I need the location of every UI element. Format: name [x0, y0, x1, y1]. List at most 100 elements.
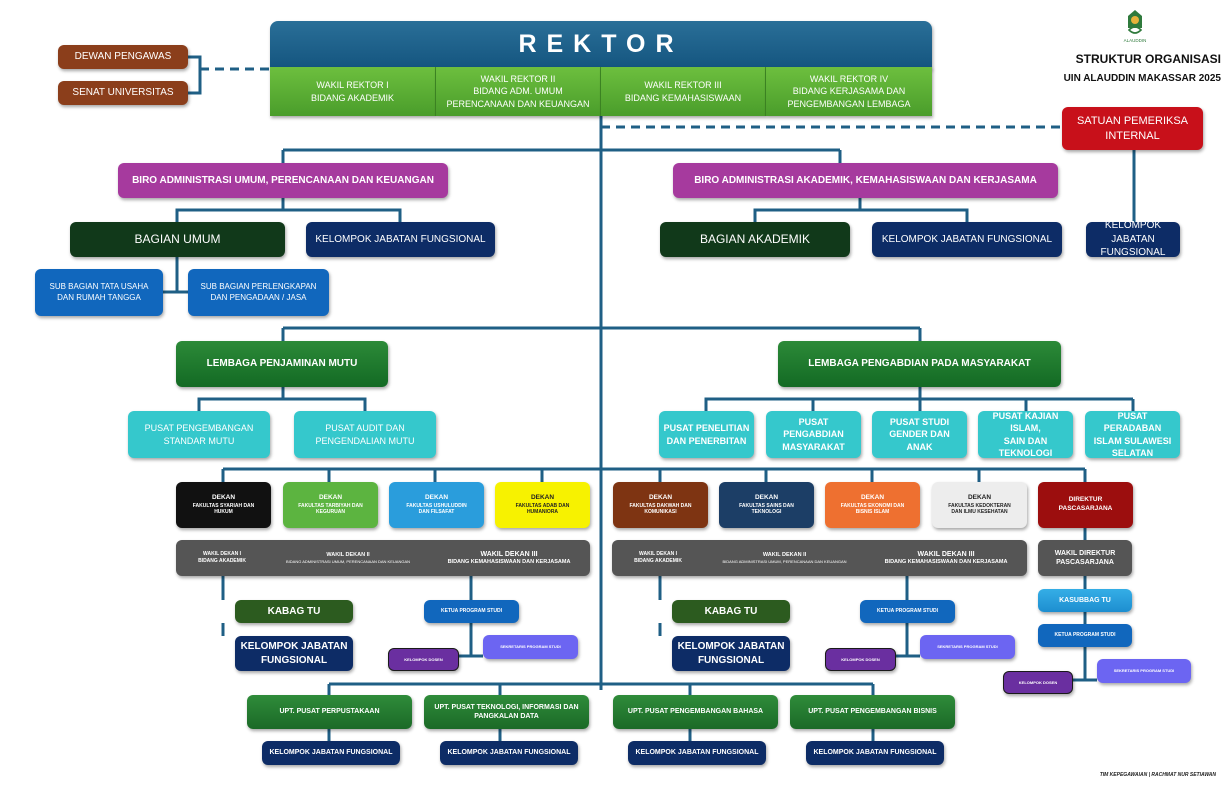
wr4-line3: PENGEMBANGAN LEMBAGA: [787, 98, 911, 109]
wakil-direktur-box[interactable]: WAKIL DIREKTUR PASCASARJANA: [1038, 540, 1132, 576]
kabag-tu-right-box[interactable]: KABAG TU: [672, 600, 790, 623]
rektor-box[interactable]: REKTOR: [270, 21, 932, 69]
kelompok-dosen-pasca-label: KELOMPOK DOSEN: [1018, 679, 1058, 685]
uin-alauddin-logo-icon: ALAUDDIN: [1124, 10, 1146, 43]
sub-bagian-tata-usaha-box[interactable]: SUB BAGIAN TATA USAHA DAN RUMAH TANGGA: [35, 269, 163, 316]
upt-2-line1: UPT. PUSAT TEKNOLOGI, INFORMASI DAN: [434, 703, 579, 711]
lppm-pusat-4-box[interactable]: PUSAT KAJIAN ISLAM, SAIN DAN TEKNOLOGI: [978, 411, 1073, 458]
faculty-head-label: DEKAN: [318, 493, 343, 501]
bagian-umum-box[interactable]: BAGIAN UMUM: [70, 222, 285, 257]
faculty-head-label: DEKAN: [754, 493, 779, 501]
faculty-name-line1: FAKULTAS USHULUDDIN: [406, 502, 467, 509]
biro-akademik-box[interactable]: BIRO ADMINISTRASI AKADEMIK, KEMAHASISWAA…: [673, 163, 1058, 198]
wakil-rektor-2-box[interactable]: WAKIL REKTOR II BIDANG ADM. UMUM PERENCA…: [436, 67, 601, 116]
lppm-pusat-5-box[interactable]: PUSAT PERADABAN ISLAM SULAWESI SELATAN: [1085, 411, 1180, 458]
lpm-pusat-1-line1: PUSAT PENGEMBANGAN: [144, 423, 254, 434]
faculty-kjf-right-box[interactable]: KELOMPOK JABATAN FUNGSIONAL: [672, 636, 790, 671]
wd2-right-line1: WAKIL DEKAN II: [762, 551, 807, 558]
upt-1-kjf-label: KELOMPOK JABATAN FUNGSIONAL: [269, 749, 393, 757]
upt-4-kjf-label: KELOMPOK JABATAN FUNGSIONAL: [813, 749, 937, 757]
bagian-akademik-label: BAGIAN AKADEMIK: [699, 232, 811, 247]
kabag-tu-left-box[interactable]: KABAG TU: [235, 600, 353, 623]
sekprodi-pasca-box[interactable]: SEKRETARIS PROGRAM STUDI: [1097, 659, 1191, 683]
faculty-head-label: DEKAN: [860, 493, 885, 501]
lpm-pusat-1-box[interactable]: PUSAT PENGEMBANGAN STANDAR MUTU: [128, 411, 270, 458]
upt-tipd-box[interactable]: UPT. PUSAT TEKNOLOGI, INFORMASI DAN PANG…: [424, 695, 589, 729]
sub-bagian-perlengkapan-box[interactable]: SUB BAGIAN PERLENGKAPAN DAN PENGADAAN / …: [188, 269, 329, 316]
kaprodi-pasca-box[interactable]: KETUA PROGRAM STUDI: [1038, 624, 1132, 647]
faculty-kjf-right-line1: KELOMPOK JABATAN: [677, 641, 785, 652]
satuan-pemeriksa-internal-box[interactable]: SATUAN PEMERIKSA INTERNAL: [1062, 107, 1203, 150]
bagian-akademik-box[interactable]: BAGIAN AKADEMIK: [660, 222, 850, 257]
upt-1-kjf-box[interactable]: KELOMPOK JABATAN FUNGSIONAL: [262, 741, 400, 765]
wr1-line2: BIDANG AKADEMIK: [310, 92, 395, 103]
sekprodi-pasca-label: SEKRETARIS PROGRAM STUDI: [1113, 668, 1175, 674]
kelompok-dosen-right-box[interactable]: KELOMPOK DOSEN: [825, 648, 896, 671]
lembaga-penjaminan-mutu-box[interactable]: LEMBAGA PENJAMINAN MUTU: [176, 341, 388, 387]
wd2-left-line1: WAKIL DEKAN II: [326, 551, 370, 558]
lppm-pusat-3-box[interactable]: PUSAT STUDI GENDER DAN ANAK: [872, 411, 967, 458]
lppm-label: LEMBAGA PENGABDIAN PADA MASYARAKAT: [808, 358, 1031, 370]
dewan-pengawas-box[interactable]: DEWAN PENGAWAS: [58, 45, 188, 69]
kelompok-dosen-left-box[interactable]: KELOMPOK DOSEN: [388, 648, 459, 671]
upt-perpustakaan-box[interactable]: UPT. PUSAT PERPUSTAKAAN: [247, 695, 412, 729]
upt-4-kjf-box[interactable]: KELOMPOK JABATAN FUNGSIONAL: [806, 741, 944, 765]
lppm-pusat-2-line1: PUSAT PENGABDIAN: [783, 417, 844, 440]
lpm-pusat-1-line2: STANDAR MUTU: [163, 435, 235, 446]
kasubbag-tu-box[interactable]: KASUBBAG TU: [1038, 589, 1132, 612]
dewan-pengawas-label: DEWAN PENGAWAS: [74, 51, 172, 63]
lpm-pusat-2-line1: PUSAT AUDIT DAN: [325, 423, 405, 434]
upt-3-line1: UPT. PUSAT PENGEMBANGAN BAHASA: [627, 708, 764, 716]
upt-bisnis-box[interactable]: UPT. PUSAT PENGEMBANGAN BISNIS: [790, 695, 955, 729]
kasubbag-tu-label: KASUBBAG TU: [1059, 596, 1111, 604]
biro-umum-box[interactable]: BIRO ADMINISTRASI UMUM, PERENCANAAN DAN …: [118, 163, 448, 198]
faculty-head-label: DEKAN: [211, 493, 236, 501]
kaprodi-left-box[interactable]: KETUA PROGRAM STUDI: [424, 600, 519, 623]
upt-2-kjf-label: KELOMPOK JABATAN FUNGSIONAL: [447, 749, 571, 757]
kaprodi-right-box[interactable]: KETUA PROGRAM STUDI: [860, 600, 955, 623]
chart-title: STRUKTUR ORGANISASI: [1075, 52, 1221, 66]
biro-akademik-kjf-box[interactable]: KELOMPOK JABATAN FUNGSIONAL: [872, 222, 1062, 257]
lppm-pusat-2-box[interactable]: PUSAT PENGABDIAN MASYARAKAT: [766, 411, 861, 458]
upt-4-line1: UPT. PUSAT PENGEMBANGAN BISNIS: [808, 708, 937, 716]
kelompok-dosen-pasca-box[interactable]: KELOMPOK DOSEN: [1003, 671, 1073, 694]
senat-universitas-box[interactable]: SENAT UNIVERSITAS: [58, 81, 188, 105]
sekprodi-left-box[interactable]: SEKRETARIS PROGRAM STUDI: [483, 635, 578, 659]
upt-3-kjf-box[interactable]: KELOMPOK JABATAN FUNGSIONAL: [628, 741, 766, 765]
wakil-rektor-1-box[interactable]: WAKIL REKTOR I BIDANG AKADEMIK: [270, 67, 436, 116]
faculty-name-line2: HUMANIORA: [526, 509, 559, 516]
lembaga-pengabdian-masyarakat-box[interactable]: LEMBAGA PENGABDIAN PADA MASYARAKAT: [778, 341, 1061, 387]
faculty-name-line1: FAKULTAS TARBIYAH DAN: [298, 502, 363, 509]
lpm-pusat-2-box[interactable]: PUSAT AUDIT DAN PENGENDALIAN MUTU: [294, 411, 436, 458]
lppm-pusat-1-box[interactable]: PUSAT PENELITIAN DAN PENERBITAN: [659, 411, 754, 458]
chart-subtitle: UIN ALAUDDIN MAKASSAR 2025: [1063, 73, 1221, 84]
spi-kjf-box[interactable]: KELOMPOK JABATAN FUNGSIONAL: [1086, 220, 1180, 258]
upt-bahasa-box[interactable]: UPT. PUSAT PENGEMBANGAN BAHASA: [613, 695, 778, 729]
upt-2-kjf-box[interactable]: KELOMPOK JABATAN FUNGSIONAL: [440, 741, 578, 765]
sekprodi-right-box[interactable]: SEKRETARIS PROGRAM STUDI: [920, 635, 1015, 659]
kabag-tu-right-label: KABAG TU: [704, 605, 758, 617]
faculty-name-line2: TEKNOLOGI: [751, 509, 782, 516]
biro-umum-kjf-box[interactable]: KELOMPOK JABATAN FUNGSIONAL: [306, 222, 495, 257]
biro-umum-label: BIRO ADMINISTRASI UMUM, PERENCANAAN DAN …: [132, 174, 434, 186]
kelompok-dosen-left-label: KELOMPOK DOSEN: [404, 656, 443, 662]
faculty-kjf-left-box[interactable]: KELOMPOK JABATAN FUNGSIONAL: [235, 636, 353, 671]
wakil-rektor-4-box[interactable]: WAKIL REKTOR IV BIDANG KERJASAMA DAN PEN…: [766, 67, 932, 116]
lppm-pusat-4-line1: PUSAT KAJIAN ISLAM,: [992, 411, 1059, 434]
biro-akademik-label: BIRO ADMINISTRASI AKADEMIK, KEMAHASISWAA…: [694, 174, 1037, 186]
wakil-rektor-3-box[interactable]: WAKIL REKTOR III BIDANG KEMAHASISWAAN: [601, 67, 766, 116]
faculty-name-line1: FAKULTAS SYARIAH DAN: [192, 502, 255, 509]
wr4-line2: BIDANG KERJASAMA DAN: [792, 86, 906, 97]
sekprodi-left-label: SEKRETARIS PROGRAM STUDI: [500, 644, 561, 650]
